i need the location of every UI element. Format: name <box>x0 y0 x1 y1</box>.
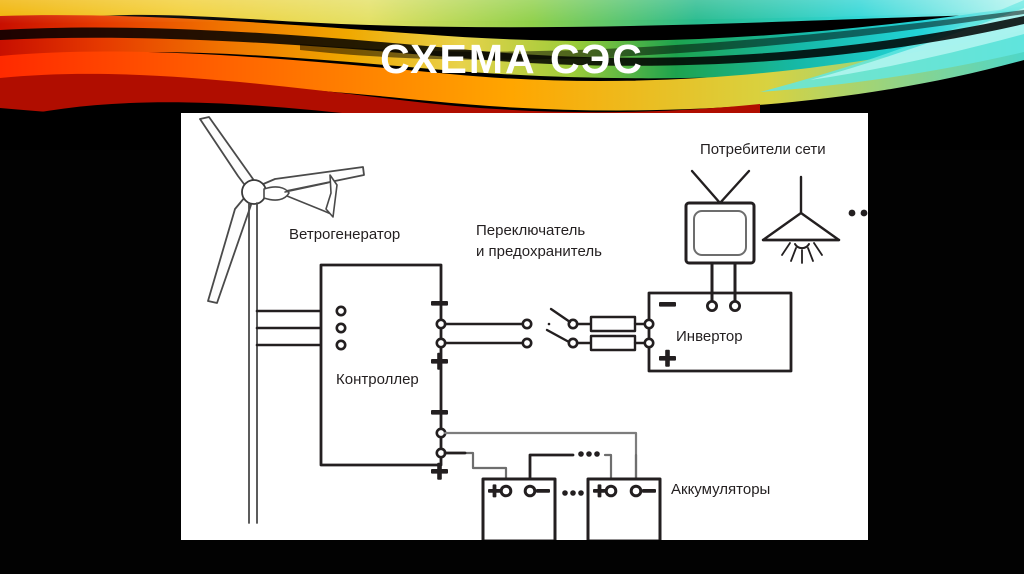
controller-input-terminals <box>335 305 347 351</box>
battery-bus-wiring <box>443 431 638 482</box>
switch-blades <box>545 307 572 344</box>
wiring-schematic <box>199 116 868 540</box>
switch-fuse-wiring <box>443 322 551 345</box>
polarity-marks <box>431 301 676 498</box>
battery-row-ellipsis <box>562 490 584 496</box>
label-wind-generator: Ветрогенератор <box>289 226 401 243</box>
switch-contacts <box>521 318 579 349</box>
label-grid-consumers: Потребители сети <box>700 141 826 158</box>
fuse-upper <box>575 315 651 333</box>
label-switch-fuse-line1: Переключатель <box>476 222 586 239</box>
consumers-ellipsis <box>848 209 868 217</box>
inverter-dc-terminals <box>643 318 655 349</box>
label-batteries: Аккумуляторы <box>671 481 771 498</box>
diagram-panel: Ветрогенератор Контроллер Переключатель … <box>181 113 868 540</box>
wind-turbine-icon <box>199 116 365 524</box>
label-inverter: Инвертор <box>676 328 743 345</box>
battery-series-ellipsis <box>578 451 600 457</box>
fuse-lower <box>575 334 651 352</box>
television-icon <box>684 169 756 265</box>
page-title: СХЕМА СЭС <box>380 36 644 82</box>
label-switch-fuse-line2: и предохранитель <box>476 243 602 260</box>
controller-box <box>319 263 443 467</box>
tv-power-wires <box>710 261 737 303</box>
ceiling-lamp-icon <box>761 175 841 264</box>
label-controller: Контроллер <box>336 371 419 388</box>
